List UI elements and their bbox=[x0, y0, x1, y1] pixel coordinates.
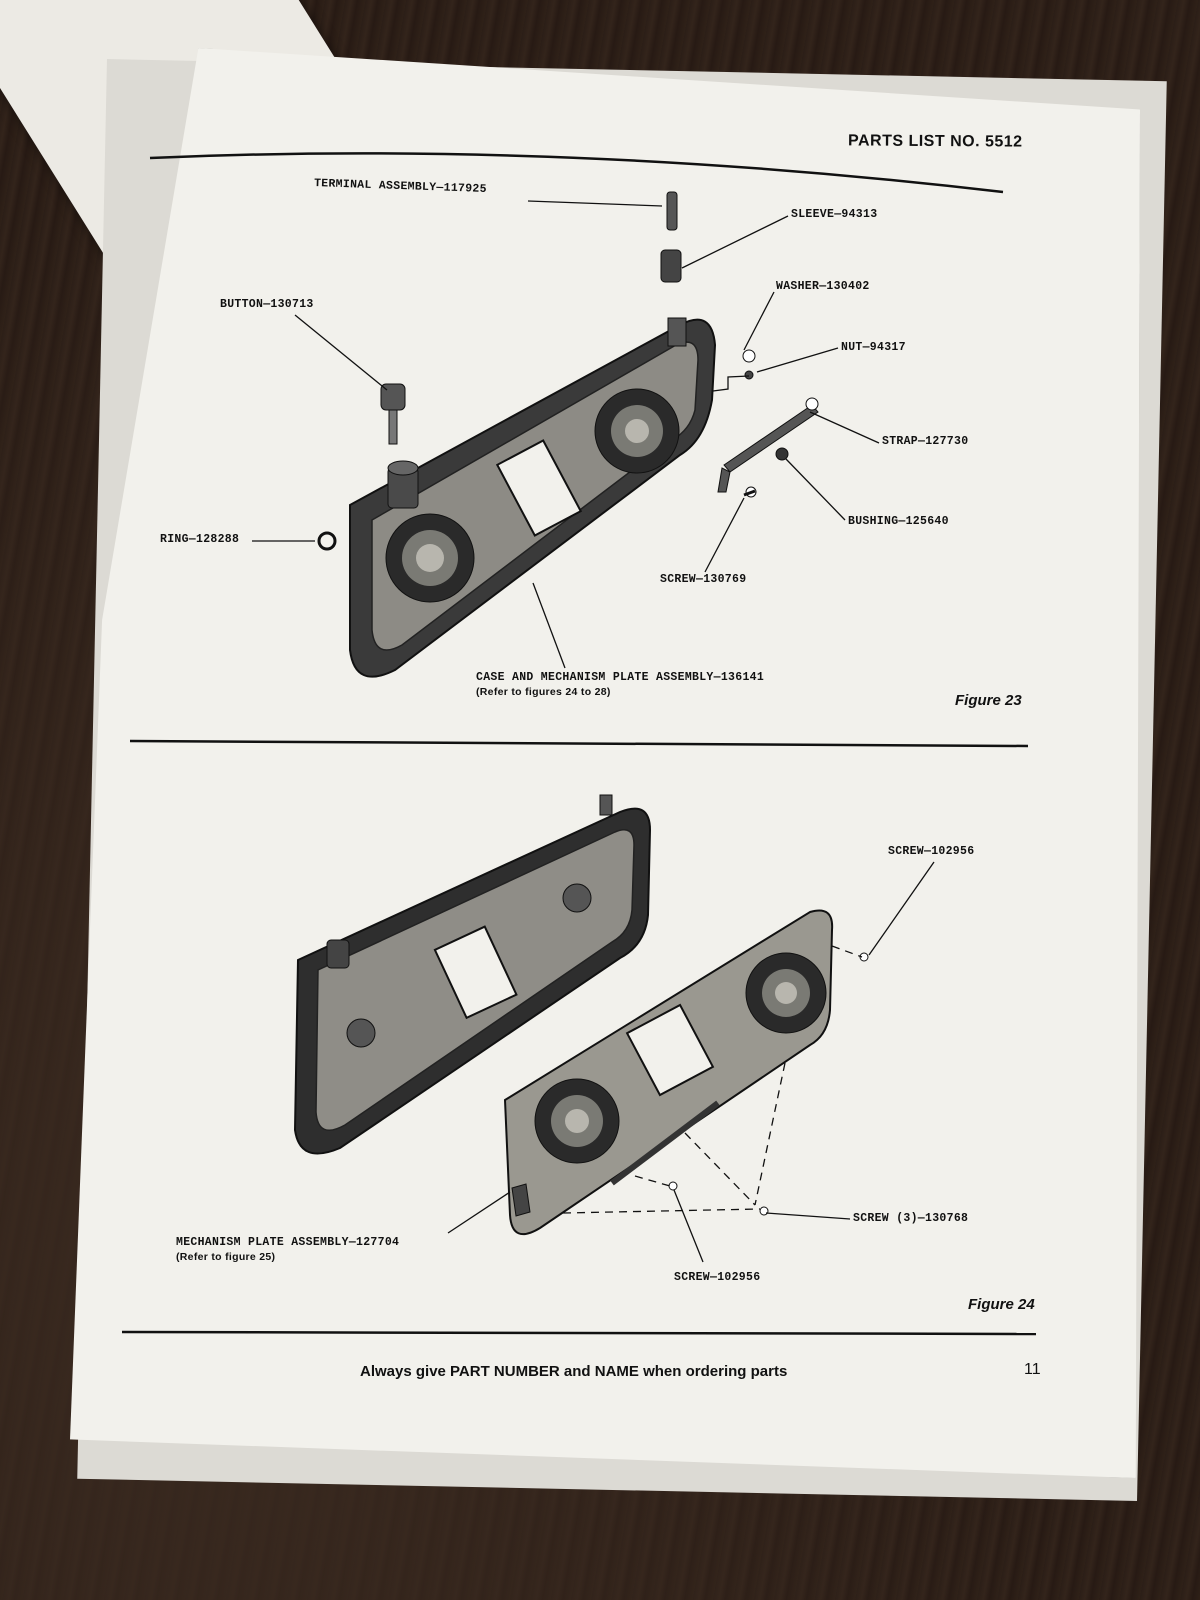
label-screw-102956-top: SCREW—102956 bbox=[888, 845, 975, 858]
figure23-caption: Figure 23 bbox=[955, 692, 1022, 709]
label-bushing: BUSHING—125640 bbox=[848, 515, 949, 528]
label-washer: WASHER—130402 bbox=[776, 280, 870, 293]
parts-list-title: PARTS LIST NO. 5512 bbox=[847, 132, 1023, 151]
label-nut: NUT—94317 bbox=[841, 341, 906, 354]
label-mechanism-plate-note: (Refer to figure 25) bbox=[176, 1251, 276, 1263]
figure24-caption: Figure 24 bbox=[968, 1296, 1035, 1313]
label-ring: RING—128288 bbox=[160, 533, 240, 546]
label-sleeve: SLEEVE—94313 bbox=[791, 208, 878, 221]
label-case-assembly-note: (Refer to figures 24 to 28) bbox=[476, 686, 611, 698]
parts-list-page bbox=[70, 48, 1140, 1478]
page-number: 11 bbox=[1024, 1361, 1041, 1378]
label-button: BUTTON—130713 bbox=[220, 298, 314, 311]
label-case-assembly: CASE AND MECHANISM PLATE ASSEMBLY—136141 bbox=[476, 671, 765, 684]
label-screw-130769: SCREW—130769 bbox=[660, 573, 747, 586]
label-screw-102956-bottom: SCREW—102956 bbox=[674, 1271, 761, 1284]
label-mechanism-plate: MECHANISM PLATE ASSEMBLY—127704 bbox=[176, 1236, 400, 1249]
label-screw-130768: SCREW (3)—130768 bbox=[853, 1212, 969, 1225]
label-strap: STRAP—127730 bbox=[882, 435, 969, 448]
ordering-note: Always give PART NUMBER and NAME when or… bbox=[360, 1363, 788, 1380]
